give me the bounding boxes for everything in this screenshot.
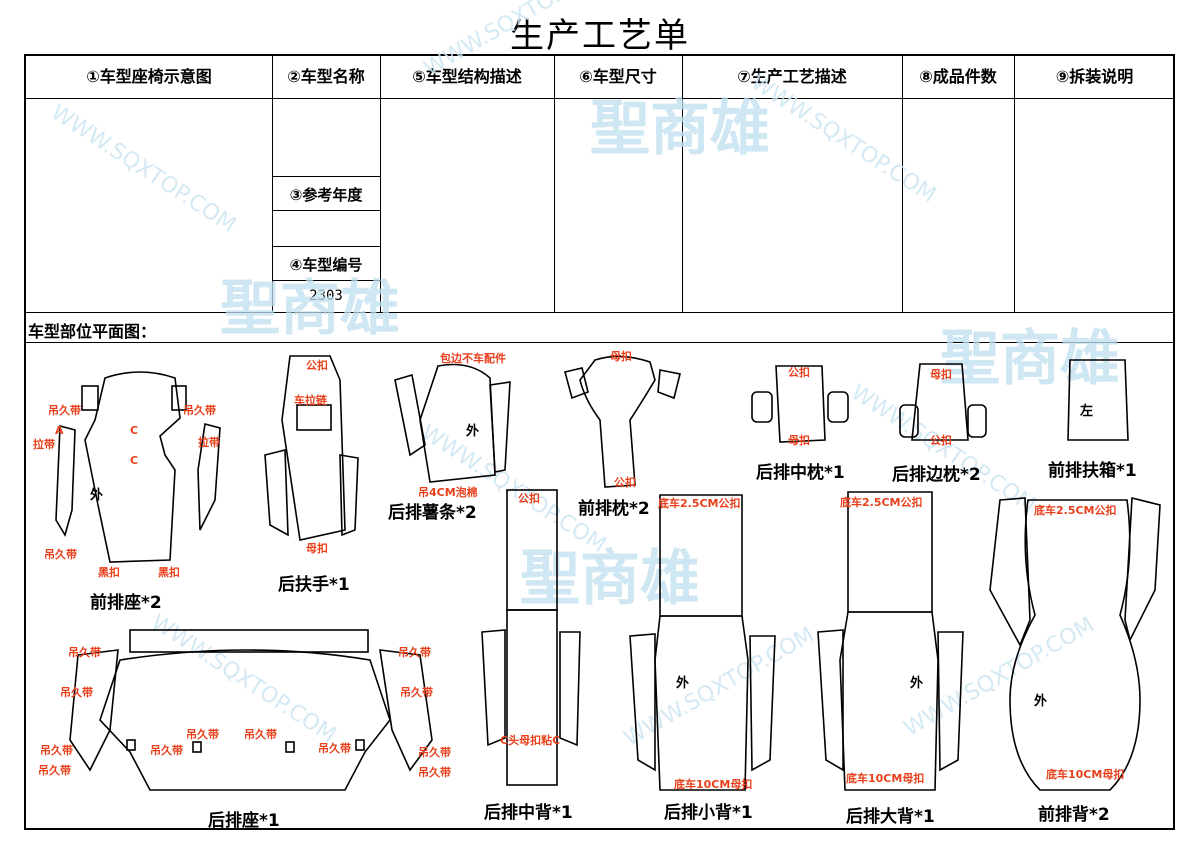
rear-big-back-side — [817, 629, 844, 772]
row-divider — [272, 176, 380, 177]
model-no-value: 2303 — [309, 288, 343, 304]
rear-armrest-side — [264, 448, 289, 537]
rear-seat-hole — [285, 741, 295, 753]
part-label-front-back: 前排背*2 — [1038, 805, 1110, 825]
col-divider — [902, 56, 903, 312]
watermark-logo: 聖商雄 — [520, 544, 700, 614]
part-label-rear-side-pillow: 后排边枕*2 — [892, 465, 981, 485]
rear-small-back-side — [749, 635, 776, 772]
rear-seat-hole — [126, 739, 136, 751]
header-seat-diagram: ①车型座椅示意图 — [86, 67, 212, 86]
part-label-rear-armrest: 后扶手*1 — [278, 575, 350, 595]
ref-year-label: ③参考年度 — [289, 186, 363, 204]
part-label-rear-strips: 后排薯条*2 — [388, 503, 477, 523]
front-pillow-shape — [579, 355, 656, 488]
part-label-rear-big-back: 后排大背*1 — [846, 807, 935, 827]
header-install-notes: ⑨拆装说明 — [1055, 67, 1134, 86]
row-divider — [272, 210, 380, 211]
part-label-front-pillow: 前排枕*2 — [578, 499, 650, 519]
front-armbox-shape — [1067, 359, 1129, 441]
front-seat-shape — [84, 371, 181, 563]
rear-seat-shape — [99, 649, 391, 791]
rear-mid-back-body — [506, 609, 558, 786]
rear-mid-pillow-shape — [775, 365, 826, 443]
process-sheet: ①车型座椅示意图 ②车型名称 ⑤车型结构描述 ⑥车型尺寸 ⑦生产工艺描述 ⑧成品… — [24, 54, 1175, 830]
rear-seat-hole — [355, 739, 365, 751]
rear-mid-back-side — [481, 629, 506, 747]
rear-strips-side — [489, 381, 511, 473]
row-divider — [272, 280, 380, 281]
header-model-name: ②车型名称 — [287, 67, 365, 86]
rear-mid-back-side — [559, 631, 581, 747]
front-back-wing — [1124, 496, 1161, 643]
rear-seat-wing-right — [379, 649, 433, 772]
rear-mid-back-top — [506, 489, 558, 611]
plan-title: 车型部位平面图： — [28, 322, 157, 341]
watermark-logo: 聖商雄 — [940, 324, 1120, 394]
part-label-front-armbox: 前排扶箱*1 — [1048, 461, 1137, 481]
rear-seat-wing-left — [69, 649, 119, 772]
part-label-rear-small-back: 后排小背*1 — [664, 803, 753, 823]
rear-side-pillow-side — [967, 404, 987, 438]
rear-armrest-window — [296, 404, 332, 431]
rear-mid-pillow-side — [827, 391, 849, 423]
col-divider — [682, 56, 683, 312]
rear-mid-pillow-side — [751, 391, 773, 423]
part-label-rear-mid-pillow: 后排中枕*1 — [756, 463, 845, 483]
watermark-logo: 聖商雄 — [590, 94, 770, 164]
rear-strips-side — [394, 373, 426, 457]
front-back-shape — [1009, 499, 1141, 791]
model-no-label: ④车型编号 — [289, 256, 363, 274]
rear-seat-hole — [192, 741, 202, 753]
part-label-rear-mid-back: 后排中背*1 — [484, 803, 573, 823]
row-divider — [26, 312, 1175, 313]
front-pillow-ear — [564, 367, 589, 400]
row-divider — [272, 246, 380, 247]
row-divider — [26, 342, 1175, 343]
col-divider — [1014, 56, 1015, 312]
rear-armrest-side — [339, 454, 359, 537]
sheet-title: 生产工艺单 — [510, 16, 690, 56]
rear-small-back-top — [659, 494, 743, 617]
rear-big-back-body — [839, 611, 939, 791]
header-dimensions: ⑥车型尺寸 — [579, 67, 657, 86]
front-seat-wing-left — [55, 424, 76, 538]
col-divider — [554, 56, 555, 312]
rear-side-pillow-side — [899, 404, 919, 438]
rear-big-back-top — [847, 491, 933, 613]
rear-seat-strip — [129, 629, 369, 653]
part-label-front-seat: 前排座*2 — [90, 593, 162, 613]
row-divider — [26, 98, 1175, 99]
rear-small-back-body — [654, 615, 749, 791]
part-label-rear-seat: 后排座*1 — [208, 811, 280, 831]
header-structure: ⑤车型结构描述 — [412, 67, 522, 86]
rear-strips-shape — [419, 363, 496, 483]
front-pillow-ear — [657, 369, 681, 400]
rear-small-back-side — [629, 633, 656, 772]
watermark-logo: 聖商雄 — [220, 274, 400, 344]
front-seat-tab — [81, 385, 99, 411]
col-divider — [380, 56, 381, 312]
rear-side-pillow-shape — [911, 363, 969, 441]
rear-big-back-side — [937, 631, 964, 772]
front-seat-wing-right — [197, 422, 221, 531]
header-piece-count: ⑧成品件数 — [919, 67, 997, 86]
rear-armrest-shape — [281, 355, 346, 541]
front-seat-tab — [171, 385, 187, 411]
header-process: ⑦生产工艺描述 — [737, 67, 847, 86]
front-back-wing — [989, 497, 1031, 647]
col-divider — [272, 56, 273, 312]
